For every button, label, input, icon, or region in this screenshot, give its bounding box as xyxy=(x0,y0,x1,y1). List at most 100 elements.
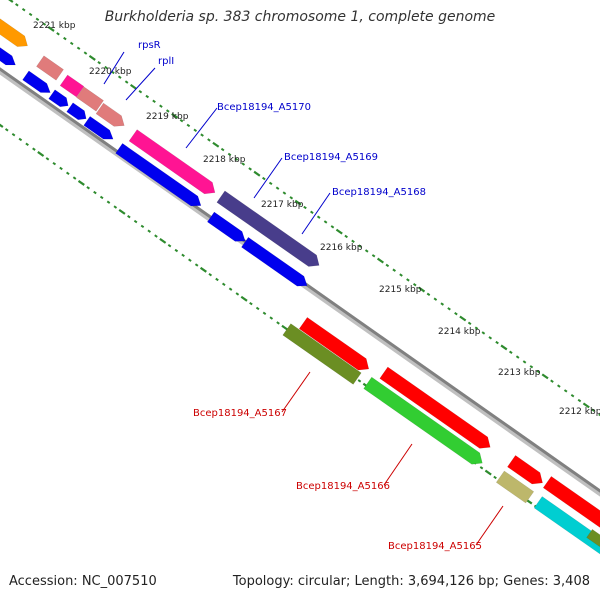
tick-mark xyxy=(467,321,472,325)
tick-mark xyxy=(371,254,376,258)
tick-mark xyxy=(459,315,467,322)
gene-blue-3 xyxy=(48,89,69,108)
tick-mark xyxy=(399,273,403,277)
gene-blue-6 xyxy=(115,143,202,207)
tick-mark xyxy=(8,0,14,3)
tick-mark xyxy=(159,237,167,244)
tick-mark xyxy=(167,244,172,248)
tick-mark xyxy=(99,195,104,200)
gene-label: rpsR xyxy=(138,40,161,51)
tick-mark xyxy=(18,137,23,142)
tick-mark xyxy=(88,54,96,61)
tick-mark xyxy=(335,228,343,235)
tick-mark xyxy=(215,277,219,282)
tick-mark xyxy=(129,83,137,90)
tick-mark xyxy=(269,316,274,320)
tick-mark xyxy=(234,157,239,161)
tick-mark xyxy=(454,311,458,316)
gene-label: Bcep18194_A5168 xyxy=(332,187,426,198)
tick-mark xyxy=(541,373,549,380)
tick-mark xyxy=(240,295,248,302)
tick-mark xyxy=(447,307,451,311)
tick-mark xyxy=(63,36,67,41)
tick-mark xyxy=(255,306,260,311)
tick-mark xyxy=(228,287,233,291)
tick-mark xyxy=(200,133,204,137)
gene-blue-8 xyxy=(241,236,308,287)
gene-blue-4 xyxy=(66,102,87,121)
gene-red-1 xyxy=(298,316,370,371)
tick-mark xyxy=(174,248,179,253)
tick-mark xyxy=(515,355,520,359)
tick-mark xyxy=(276,321,280,325)
tick-mark xyxy=(484,469,492,476)
gene-label: rplI xyxy=(158,56,174,67)
tick-mark xyxy=(479,466,484,470)
tick-mark xyxy=(268,181,273,186)
tick-mark xyxy=(563,389,568,393)
gene-label: Bcep18194_A5166 xyxy=(296,481,390,492)
tick-mark xyxy=(385,263,390,268)
tick-mark xyxy=(165,109,170,113)
tick-mark xyxy=(15,3,19,7)
tick-mark xyxy=(570,394,575,398)
tick-mark xyxy=(77,180,85,186)
tick-mark xyxy=(509,350,513,354)
tick-mark xyxy=(577,398,582,403)
tick-mark xyxy=(212,141,220,148)
kbp-label: 2218 kbp xyxy=(203,155,246,165)
gene-blue-7 xyxy=(207,211,246,242)
gene-label-leader xyxy=(125,67,156,101)
tick-mark xyxy=(35,17,40,21)
gene-slate-a5169 xyxy=(216,190,320,267)
tick-mark xyxy=(357,379,362,383)
tick-mark xyxy=(147,229,151,233)
tick-mark xyxy=(249,301,253,306)
gene-salmon-3 xyxy=(95,102,125,127)
tick-mark xyxy=(406,278,410,282)
gene-label-leader xyxy=(253,157,283,199)
tick-mark xyxy=(124,80,129,84)
tick-mark xyxy=(97,61,101,65)
tick-mark xyxy=(76,46,81,50)
gene-red-3 xyxy=(507,455,543,485)
gene-salmon-2 xyxy=(76,86,104,112)
gene-salmon-1 xyxy=(36,55,64,81)
tick-mark xyxy=(557,384,561,388)
tick-mark xyxy=(83,51,88,55)
gene-label-leader xyxy=(475,505,504,546)
kbp-label: 2219 kbp xyxy=(146,112,189,122)
tick-mark xyxy=(275,186,280,190)
tick-mark xyxy=(59,166,63,171)
tick-mark xyxy=(493,475,497,480)
tick-mark xyxy=(181,253,185,258)
tick-mark xyxy=(500,344,508,351)
gene-label-leader xyxy=(281,371,311,413)
tick-mark xyxy=(37,151,45,157)
tick-mark xyxy=(171,112,179,119)
tick-mark xyxy=(207,138,211,142)
kbp-label: 2216 kbp xyxy=(320,243,363,253)
tick-mark xyxy=(241,162,246,166)
tick-mark xyxy=(93,190,97,195)
tick-mark xyxy=(186,123,191,128)
tick-mark xyxy=(392,268,396,272)
tick-mark xyxy=(412,283,417,287)
kbp-label: 2214 kbp xyxy=(438,327,481,337)
tick-mark xyxy=(418,286,426,293)
tick-mark xyxy=(52,161,57,166)
tick-mark xyxy=(522,360,527,364)
tick-mark xyxy=(582,402,590,409)
tick-mark xyxy=(310,210,314,215)
kbp-label: 2220 kbp xyxy=(89,67,132,77)
tick-mark xyxy=(117,75,122,79)
kbp-label: 2212 kbp xyxy=(559,407,600,417)
tick-mark xyxy=(536,369,541,374)
gene-label-leader xyxy=(103,51,125,85)
gene-magenta-a5170 xyxy=(128,129,216,195)
tick-mark xyxy=(316,215,321,219)
tick-mark xyxy=(294,199,302,206)
tick-mark xyxy=(221,282,226,286)
tick-mark xyxy=(351,239,355,243)
tick-mark xyxy=(220,147,225,152)
